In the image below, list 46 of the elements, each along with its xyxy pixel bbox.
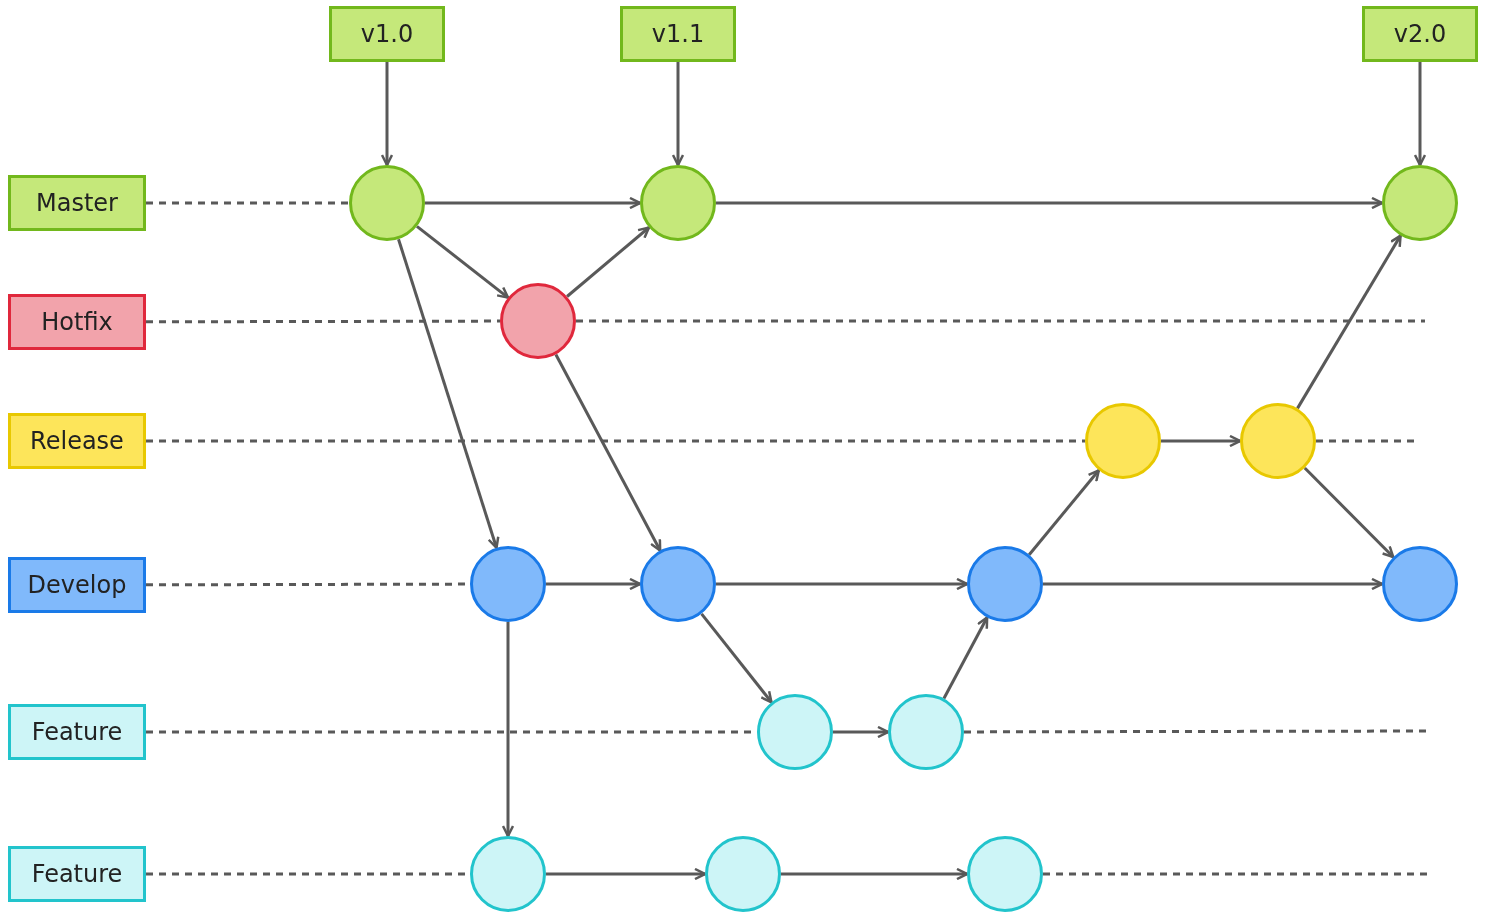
tag-box (1362, 6, 1478, 62)
arrow (425, 196, 642, 210)
branch-label: Hotfix (41, 308, 113, 336)
arrow (380, 62, 394, 167)
branch-label: Feature (31, 718, 123, 746)
arrow (416, 225, 510, 299)
arrow (546, 577, 642, 591)
arrow (554, 353, 662, 552)
arrow (1028, 469, 1101, 556)
arrow (1043, 577, 1384, 591)
arrow (671, 62, 685, 167)
branch-box (8, 846, 146, 902)
branch-label: Release (30, 427, 124, 455)
arrow (397, 238, 500, 550)
version-label: v1.1 (651, 20, 705, 48)
branch-line (146, 439, 1085, 443)
branch-box (8, 557, 146, 613)
branch-box (8, 413, 146, 469)
tag-box (329, 6, 445, 62)
tag-box (620, 6, 736, 62)
branch-box (8, 175, 146, 231)
arrow (716, 577, 969, 591)
branch-line (146, 319, 500, 324)
arrow (566, 226, 651, 298)
branch-label: Master (36, 189, 118, 217)
branch-line (576, 319, 1425, 323)
arrow (833, 725, 890, 739)
commit-circle (500, 283, 576, 359)
branch-line (146, 201, 349, 205)
branch-label: Develop (27, 571, 127, 599)
branch-label: Feature (31, 860, 123, 888)
version-label: v1.0 (360, 20, 414, 48)
arrow (1413, 62, 1427, 167)
arrow (1303, 466, 1395, 559)
arrow (1296, 234, 1402, 410)
arrow (781, 867, 969, 881)
arrow (1161, 434, 1242, 448)
arrow (942, 616, 989, 700)
branch-box (8, 294, 146, 350)
arrow (700, 612, 773, 704)
arrow (546, 867, 707, 881)
version-label: v2.0 (1393, 20, 1447, 48)
arrow (716, 196, 1384, 210)
branch-box (8, 704, 146, 760)
arrow (501, 622, 515, 838)
commit-circle (1240, 403, 1316, 479)
